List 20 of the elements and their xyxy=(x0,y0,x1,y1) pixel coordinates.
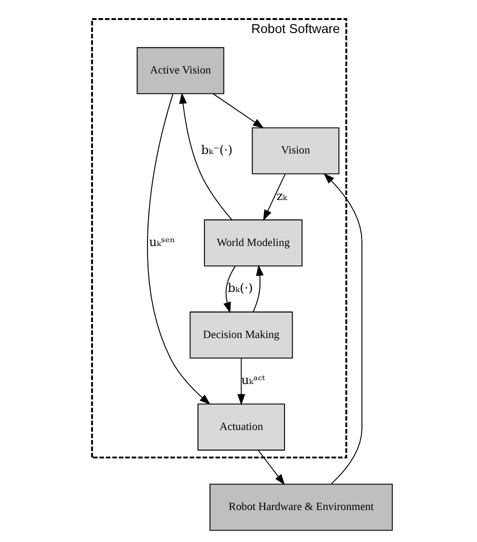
edge-label: zₖ xyxy=(276,188,288,203)
edge-label: bₖ⁻(·) xyxy=(201,142,233,157)
arrow xyxy=(237,358,246,406)
node-box: Vision xyxy=(252,127,340,174)
edge-label: bₖ(·) xyxy=(228,281,253,296)
node-box: Robot Hardware & Environment xyxy=(209,484,393,531)
arrow xyxy=(324,173,362,484)
arrow xyxy=(212,93,264,128)
node-box: World Modeling xyxy=(204,219,303,266)
edge-label: uₖᵃᶜᵗ xyxy=(241,373,266,388)
arrow xyxy=(179,92,232,220)
arrow xyxy=(258,450,285,486)
arrow xyxy=(263,174,286,221)
node-box: Decision Making xyxy=(190,312,293,358)
node-box: Active Vision xyxy=(136,47,224,94)
arrow xyxy=(147,93,211,405)
node-box: Actuation xyxy=(198,404,286,451)
arrow xyxy=(252,264,264,312)
edge-label: uₖˢᵉⁿ xyxy=(149,235,176,250)
arrow xyxy=(223,266,236,314)
